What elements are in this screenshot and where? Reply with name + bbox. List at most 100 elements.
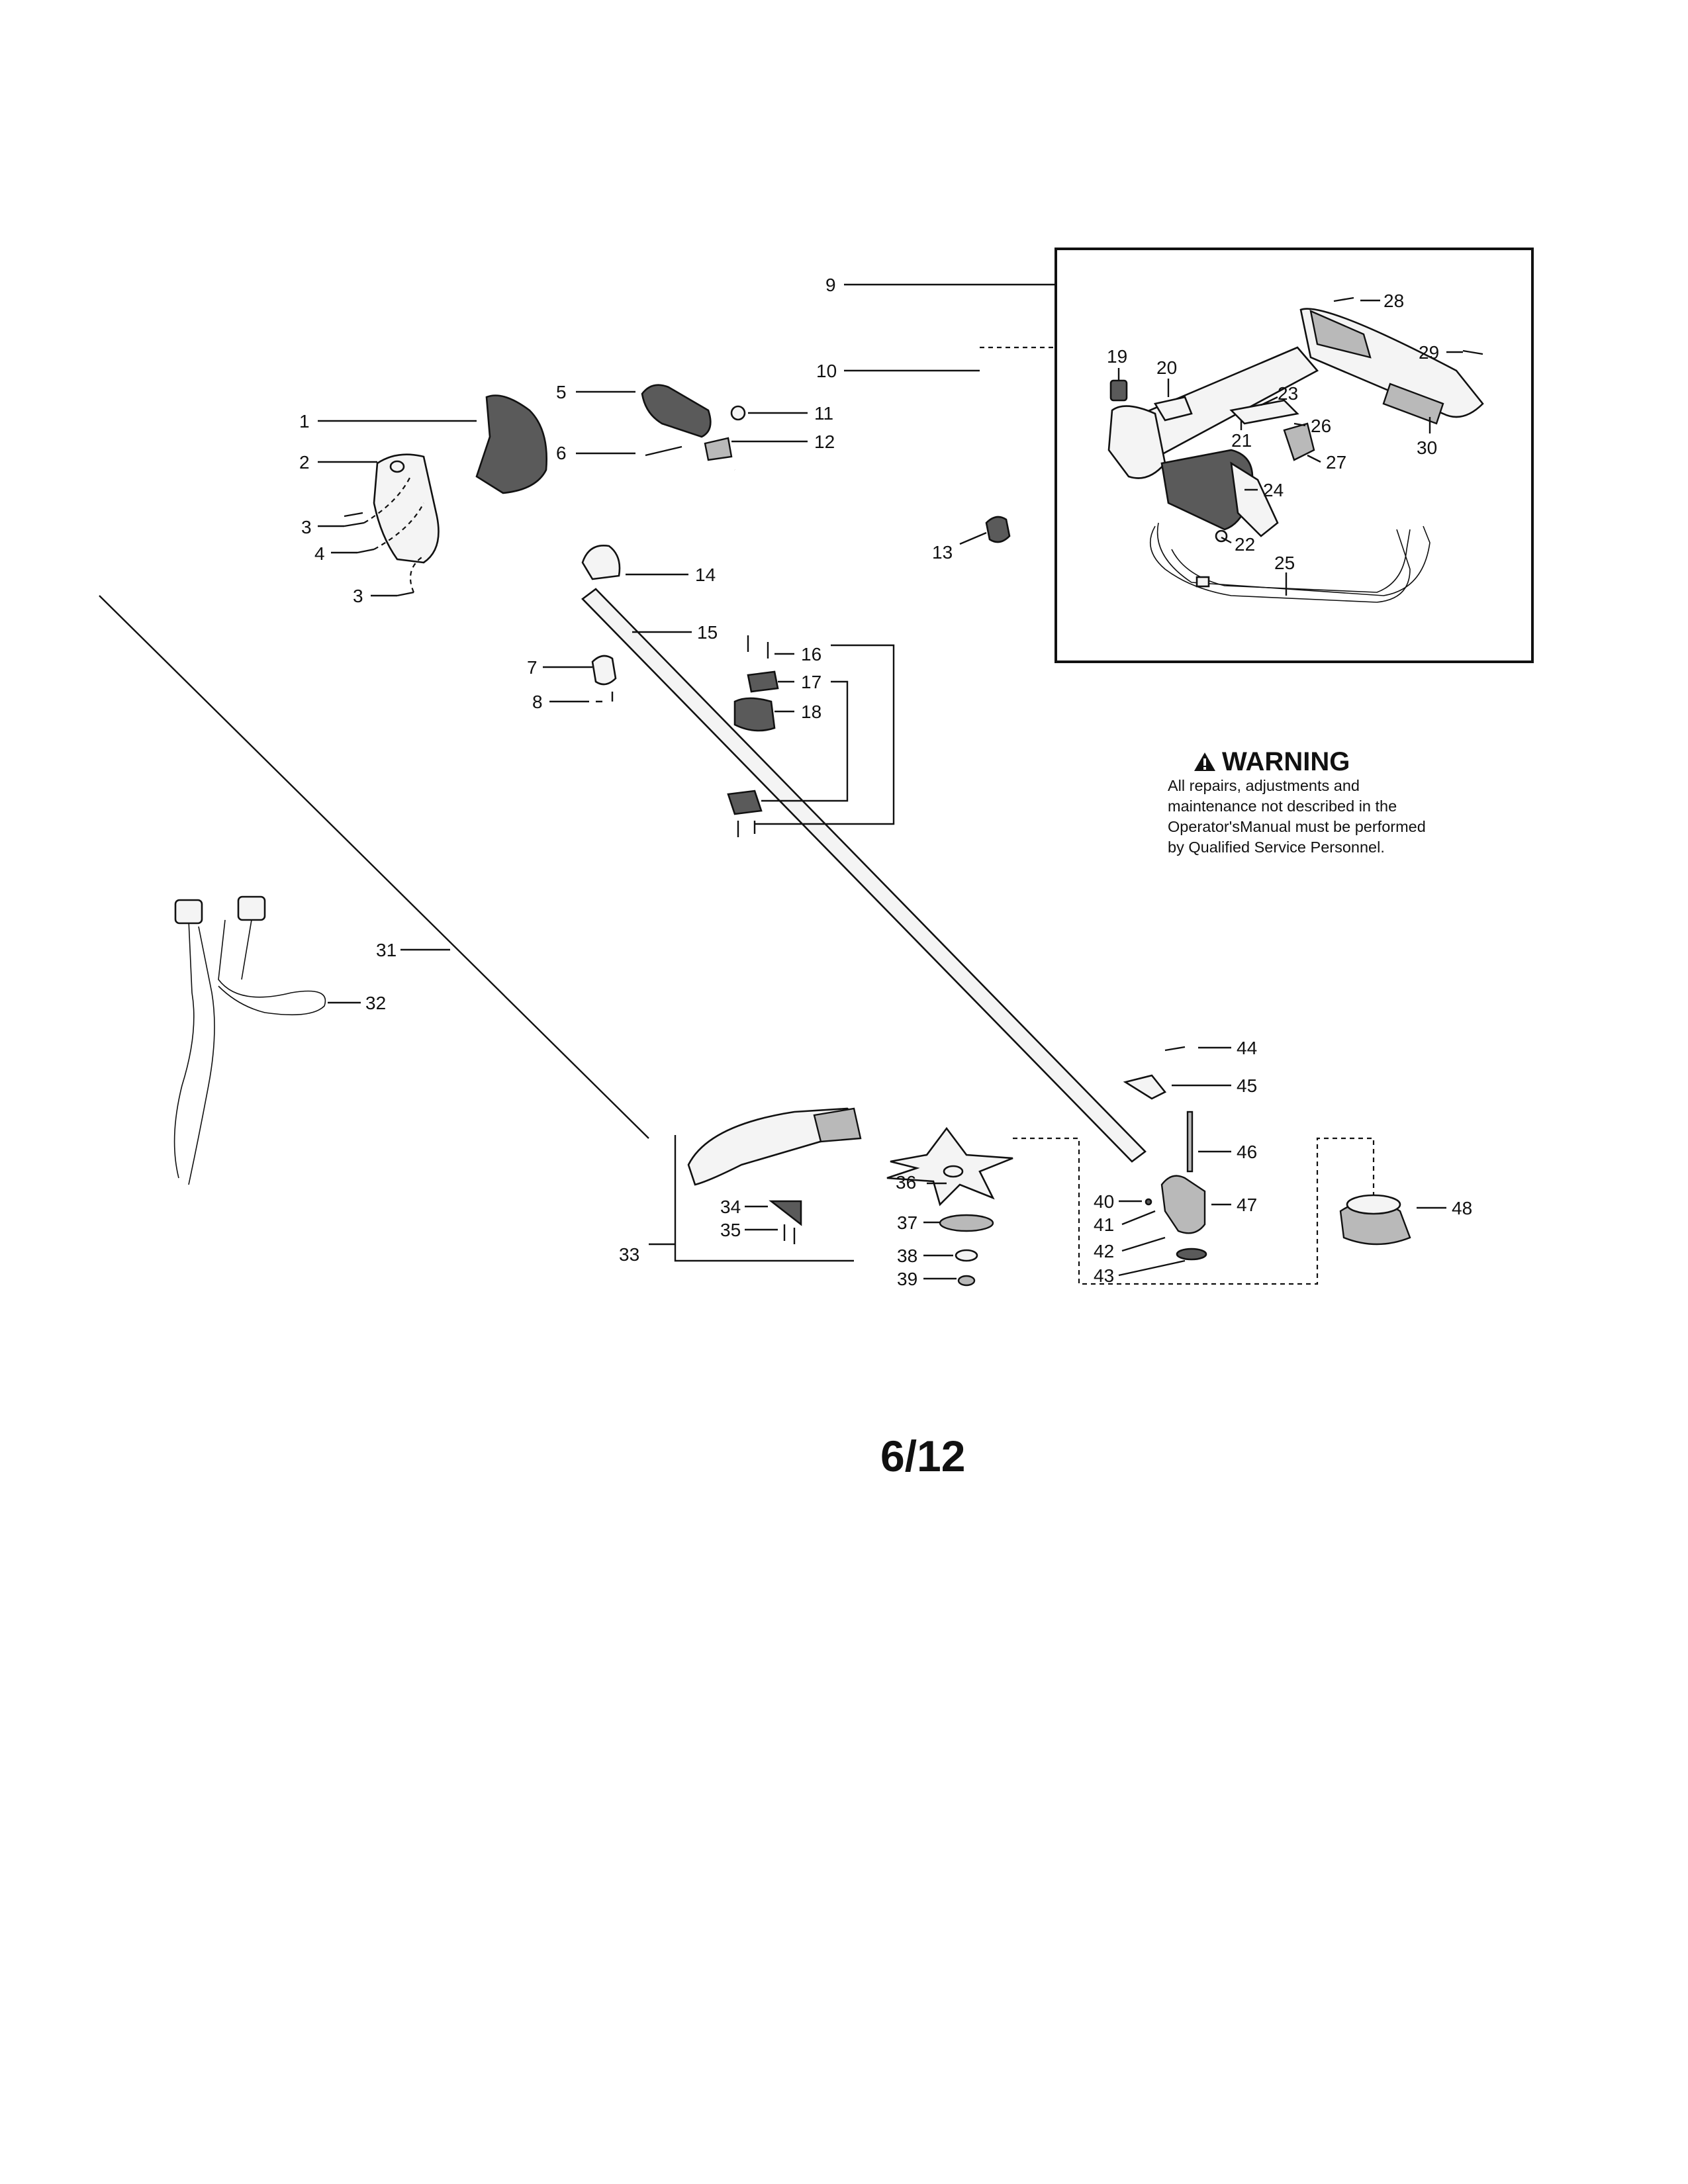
inset-box [1055, 248, 1534, 663]
part-20-lever [1153, 396, 1193, 422]
callout-29: 29 [1419, 342, 1439, 363]
callout-42: 42 [1094, 1241, 1114, 1261]
callout-47: 47 [1237, 1195, 1257, 1215]
leader-22 [1221, 536, 1232, 544]
part-34-triangle [769, 1200, 802, 1226]
bracket-16 [755, 644, 895, 825]
callout-15: 15 [697, 622, 718, 643]
part-43-plate [1176, 1248, 1207, 1261]
part-19-switch [1109, 379, 1128, 402]
part-2-hole [389, 460, 405, 473]
bracket-33 [674, 1135, 854, 1262]
leader-41 [1121, 1210, 1156, 1226]
part-18-block [733, 697, 776, 732]
callout-32: 32 [365, 993, 386, 1013]
callout-18: 18 [801, 702, 821, 722]
warning-title: WARNING [1222, 747, 1350, 776]
callout-34: 34 [720, 1197, 741, 1217]
callout-17: 17 [801, 672, 821, 692]
warning-heading: WARNING [1168, 748, 1446, 776]
part-40-screw [1145, 1198, 1152, 1206]
callout-13: 13 [932, 542, 953, 563]
part-32-buckle-right [237, 895, 266, 921]
callout-46: 46 [1237, 1142, 1257, 1162]
callout-45: 45 [1237, 1075, 1257, 1096]
callout-28: 28 [1383, 291, 1404, 311]
part-38-cup [955, 1249, 978, 1262]
callout-31: 31 [376, 940, 397, 960]
warning-triangle-icon [1194, 752, 1215, 771]
callout-5: 5 [556, 382, 567, 402]
assembly-dash-blade [1013, 1137, 1375, 1285]
part-32-buckle-left [174, 899, 203, 925]
callout-8: 8 [532, 692, 543, 712]
part-17-clip [747, 670, 779, 693]
leader-23 [1260, 396, 1278, 406]
part-2-shield [373, 453, 440, 564]
screw-3a [344, 512, 365, 527]
part-1-cover [475, 394, 547, 494]
part-13-clamp [985, 516, 1011, 543]
screw-3b [397, 591, 414, 597]
callout-3b: 3 [353, 586, 363, 606]
screw-8 [596, 692, 614, 703]
part-45-bracket [1123, 1074, 1167, 1100]
callout-24: 24 [1263, 480, 1284, 500]
warning-text: All repairs, adjustments and maintenance… [1168, 777, 1426, 856]
leader-27 [1307, 454, 1321, 463]
callout-37: 37 [897, 1212, 917, 1233]
callout-43: 43 [1094, 1265, 1114, 1286]
callout-19: 19 [1107, 346, 1127, 367]
callout-21: 21 [1231, 430, 1252, 451]
part-7-clamp [591, 655, 617, 686]
part-29-screw [1462, 349, 1483, 355]
screw-16b [737, 821, 756, 837]
leader-13 [959, 531, 987, 545]
callout-48: 48 [1452, 1198, 1472, 1218]
callout-16: 16 [801, 644, 821, 664]
part-31-cable [99, 595, 649, 1139]
callout-1: 1 [299, 411, 310, 432]
part-10-handlebar-inner [731, 353, 1012, 536]
leader-43 [1118, 1259, 1186, 1277]
leader-42 [1121, 1236, 1166, 1252]
callout-4: 4 [314, 543, 325, 564]
callout-3a: 3 [301, 517, 312, 537]
callout-36: 36 [896, 1172, 916, 1193]
part-48-top [1346, 1194, 1401, 1215]
part-15-shaft [581, 588, 1147, 1163]
part-28-screw [1333, 296, 1354, 302]
callout-6: 6 [556, 443, 567, 463]
part-37-washer [939, 1214, 994, 1232]
callout-39: 39 [897, 1269, 917, 1289]
part-23-trigger [1229, 399, 1299, 425]
callout-10: 10 [816, 361, 837, 381]
callout-9: 9 [825, 275, 836, 295]
assembly-dash-1 [363, 476, 424, 593]
part-11-nut [730, 405, 746, 421]
part-17b-clip [727, 790, 763, 815]
bracket-17 [761, 680, 849, 802]
callout-14: 14 [695, 565, 716, 585]
callout-30: 30 [1417, 437, 1437, 458]
callout-40: 40 [1094, 1191, 1114, 1212]
part-46-shaft [1186, 1111, 1194, 1173]
callout-11: 11 [814, 403, 833, 424]
part-39-nut [957, 1275, 976, 1287]
screw-16a [747, 635, 769, 659]
callout-38: 38 [897, 1246, 917, 1266]
callout-12: 12 [814, 432, 835, 452]
part-27-lockout [1283, 422, 1315, 461]
callout-33: 33 [619, 1244, 639, 1265]
callout-7: 7 [527, 657, 538, 678]
callout-2: 2 [299, 452, 310, 473]
callout-35: 35 [720, 1220, 741, 1240]
part-33-guard-mount [813, 1107, 862, 1143]
callout-41: 41 [1094, 1214, 1114, 1235]
callout-44: 44 [1237, 1038, 1257, 1058]
callout-25: 25 [1274, 553, 1295, 573]
part-12-clamp [704, 437, 733, 461]
part-47-gearhead [1160, 1175, 1206, 1234]
screw-35 [783, 1224, 796, 1244]
